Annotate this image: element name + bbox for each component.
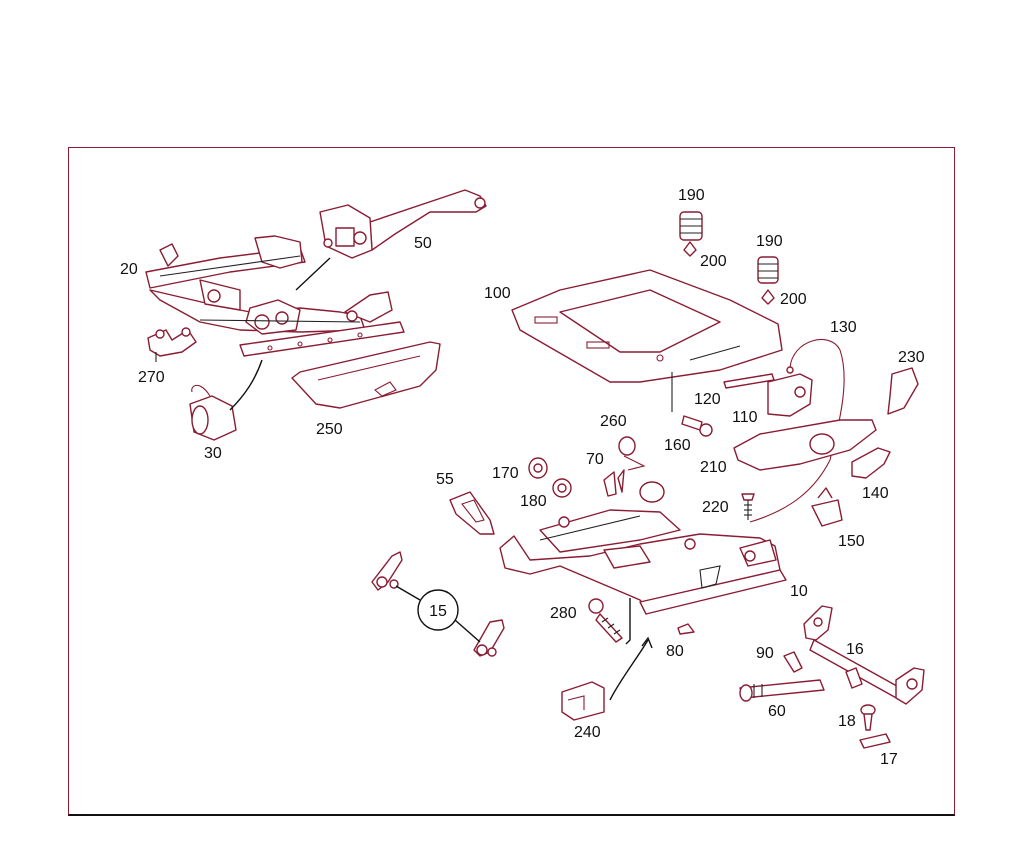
label-16: 16 [846, 641, 864, 658]
part-230-trim[interactable] [887, 367, 919, 415]
part-140-cover[interactable] [851, 447, 891, 479]
diagram-frame [68, 147, 955, 816]
part-60-strut[interactable] [739, 679, 825, 702]
callout-15-leader-a [395, 585, 421, 601]
part-250-side-cover[interactable] [291, 341, 441, 409]
part-110-bracket[interactable] [767, 373, 813, 417]
part-10-lower-frame[interactable] [499, 481, 787, 615]
arrow-240-head [641, 636, 653, 649]
part-220-screw[interactable] [741, 493, 755, 520]
label-160: 160 [664, 437, 691, 454]
part-20-lower-rail[interactable] [239, 321, 405, 357]
part-200-cap-b[interactable] [761, 289, 775, 305]
part-150-clip[interactable] [811, 487, 843, 527]
part-16-lever-rod[interactable] [803, 605, 925, 705]
part-240-block[interactable] [561, 681, 605, 721]
label-55: 55 [436, 471, 454, 488]
arrow-30 [229, 359, 263, 411]
part-130-cable[interactable] [749, 339, 845, 523]
label-190-b: 190 [756, 233, 783, 250]
part-170-bumper[interactable] [528, 457, 548, 479]
leader-280 [625, 598, 631, 645]
label-230: 230 [898, 349, 925, 366]
callout-15-label: 15 [429, 603, 447, 620]
part-160-bolt[interactable] [671, 372, 713, 437]
label-70: 70 [586, 451, 604, 468]
part-280-bolt[interactable] [588, 598, 623, 643]
part-100-seat-frame[interactable] [511, 269, 783, 383]
label-180: 180 [520, 493, 547, 510]
label-260: 260 [600, 413, 627, 430]
label-200-b: 200 [780, 291, 807, 308]
part-70-clip[interactable] [603, 469, 625, 497]
label-240: 240 [574, 724, 601, 741]
label-20: 20 [120, 261, 138, 278]
label-200-a: 200 [700, 253, 727, 270]
label-150: 150 [838, 533, 865, 550]
part-90-pin[interactable] [783, 651, 803, 673]
label-100: 100 [484, 285, 511, 302]
label-80: 80 [666, 643, 684, 660]
label-220: 220 [702, 499, 729, 516]
label-17: 17 [880, 751, 898, 768]
label-130: 130 [830, 319, 857, 336]
label-140: 140 [862, 485, 889, 502]
part-17-plate[interactable] [859, 733, 891, 749]
part-200-cap-a[interactable] [683, 241, 697, 257]
arrow-50 [295, 257, 331, 291]
part-55-cover-plate[interactable] [449, 491, 495, 535]
part-120-strip[interactable] [723, 373, 775, 389]
label-280: 280 [550, 605, 577, 622]
callout-15-leader-b [454, 619, 481, 643]
arrow-240 [609, 639, 649, 701]
label-30: 30 [204, 445, 222, 462]
label-120: 120 [694, 391, 721, 408]
part-180-bumper[interactable] [552, 478, 572, 498]
part-210-side-trim[interactable] [733, 419, 877, 471]
part-260-plug[interactable] [618, 436, 646, 471]
part-50-rail-motor[interactable] [319, 189, 487, 259]
label-210: 210 [700, 459, 727, 476]
part-270-bracket[interactable] [147, 327, 197, 362]
label-60: 60 [768, 703, 786, 720]
label-50: 50 [414, 235, 432, 252]
label-190-a: 190 [678, 187, 705, 204]
part-15-lever-a[interactable] [371, 551, 403, 591]
label-18: 18 [838, 713, 856, 730]
part-30-motor[interactable] [189, 384, 237, 441]
label-10: 10 [790, 583, 808, 600]
label-170: 170 [492, 465, 519, 482]
part-190-spring-b[interactable] [757, 256, 779, 284]
part-20-upper-frame[interactable] [145, 235, 393, 335]
label-90: 90 [756, 645, 774, 662]
label-250: 250 [316, 421, 343, 438]
label-110: 110 [732, 409, 758, 426]
part-18-screw[interactable] [860, 704, 876, 731]
callout-15[interactable]: 15 [417, 589, 459, 631]
part-80-tab[interactable] [677, 623, 695, 635]
part-190-spring-a[interactable] [679, 211, 703, 241]
part-15-lever-b[interactable] [473, 619, 505, 657]
label-270: 270 [138, 369, 165, 386]
